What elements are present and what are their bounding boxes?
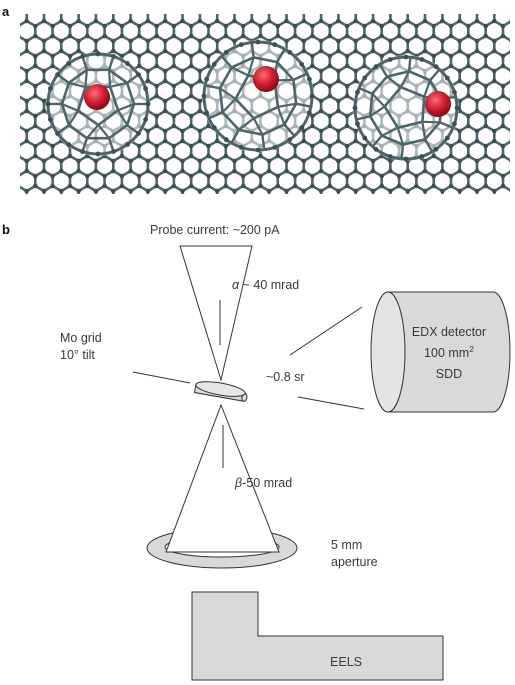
encapsulated-atom (425, 91, 451, 117)
edx-angle-line-lower (297, 396, 365, 410)
panel-a-label: a (2, 4, 10, 19)
aperture-label-line2: aperture (331, 555, 378, 569)
alpha-value: ~ 40 mrad (239, 278, 299, 292)
diverging-scattered-cone (165, 403, 280, 553)
panel-b-label: b (2, 222, 10, 237)
edx-angle-line-upper (289, 306, 363, 356)
fullerene-cage (45, 51, 151, 157)
fullerene-cage (352, 54, 460, 162)
fullerene-cages (45, 39, 460, 162)
encapsulated-atom (253, 66, 279, 92)
converging-probe-cone (179, 245, 253, 382)
solid-angle-label: ~0.8 sr (266, 370, 305, 384)
probe-current-label: Probe current: ~200 pA (150, 223, 280, 237)
edx-detector (370, 291, 511, 413)
mo-grid-pointer (132, 371, 191, 384)
edx-label-line1: EDX detector (412, 325, 486, 339)
encapsulated-atom (84, 84, 110, 110)
mo-grid-label-line2: 10° tilt (60, 348, 95, 362)
edx-area-superscript: 2 (469, 344, 474, 354)
mo-grid-sample (193, 381, 248, 402)
alpha-symbol: α (232, 278, 240, 292)
aperture-label-line1: 5 mm (331, 538, 362, 552)
beta-value: -50 mrad (242, 476, 292, 490)
edx-area-value: 100 mm (424, 346, 469, 360)
alpha-label: α ~ 40 mrad (232, 278, 299, 292)
fullerene-cage (201, 39, 315, 153)
beta-label: β-50 mrad (234, 476, 292, 490)
eels-label: EELS (330, 655, 362, 669)
edx-label-line3: SDD (436, 367, 462, 381)
edx-label-line2: 100 mm2 (424, 344, 474, 360)
eels-spectrometer (191, 591, 444, 681)
mo-grid-label-line1: Mo grid (60, 331, 102, 345)
beta-symbol: β (234, 476, 242, 490)
